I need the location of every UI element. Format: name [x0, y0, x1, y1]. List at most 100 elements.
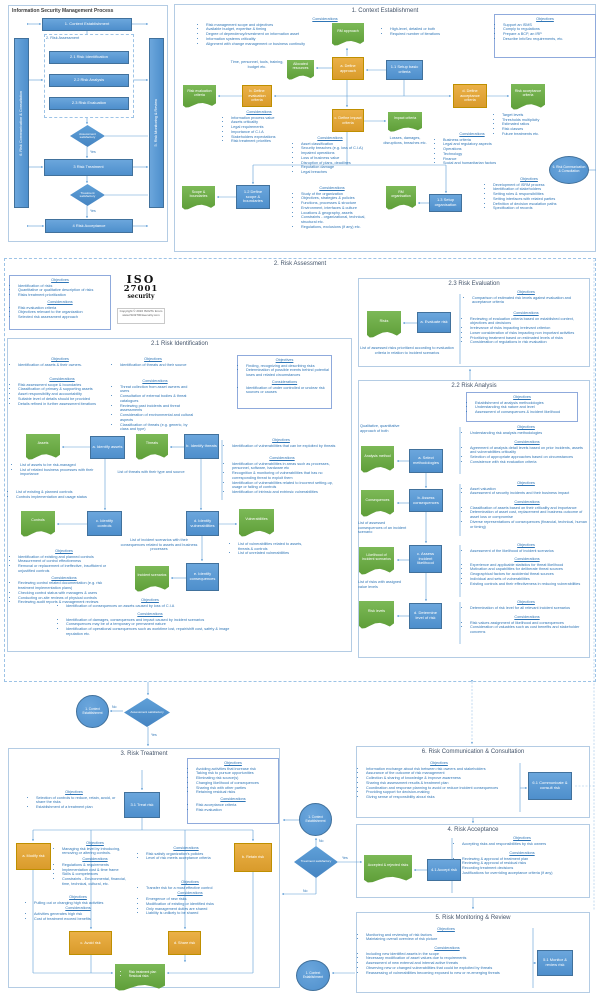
organisation-objectives-list: Development of ISRM processIdentificatio…: [487, 183, 571, 211]
transition-no-label: No: [112, 705, 117, 709]
monitoring-objectives: Objectives Monitoring and reviewing of r…: [360, 927, 532, 942]
bullet-item: Recording treatment decisions: [462, 866, 588, 871]
bullet-item: Technology: [443, 152, 507, 157]
bullet-item: Target levels: [502, 113, 584, 118]
evaluation-objectives: Objectives Comparison of estimated risk …: [466, 290, 586, 305]
accept-risk-box: 4.1 Accept risk: [427, 859, 461, 881]
avoid-considerations-list: Activities generates high riskCost of tr…: [28, 912, 128, 921]
section-identification-title: 2.1 Risk Identification: [150, 341, 209, 347]
bullet-item: Sharing risk assessment results & treatm…: [366, 781, 518, 786]
bullet-item: Motivation and capabilities for delibera…: [470, 567, 590, 572]
bullet-item: Determination of asset cost, replacement…: [470, 510, 590, 519]
bullet-item: Comparison of estimated risk levels agai…: [472, 296, 586, 305]
bullet-item: Classification of primary & supporting a…: [18, 387, 112, 392]
vulnerabilities-output-list: List of vulnerabilities related to asset…: [232, 542, 312, 556]
organisation-objectives: Objectives Development of ISRM processId…: [487, 177, 571, 211]
bullet-item: Stakeholders expectations: [231, 135, 293, 140]
vulnerabilities-output: List of vulnerabilities related to asset…: [232, 542, 312, 556]
identify-assets-box: a. Identify assets: [90, 436, 125, 459]
bullet-item: Information systems criticality: [206, 37, 450, 42]
controls-scroll-label: Controls: [31, 518, 45, 523]
flowchart-title: Information Security Management Process: [12, 8, 114, 14]
bullet-item: List of related business processes with …: [20, 468, 102, 477]
objectives-heading: Objectives: [517, 543, 535, 547]
method-considerations-list: Agreement of analysis detail levels base…: [464, 446, 590, 465]
allocated-resources-scroll: Allocated resources: [287, 60, 314, 80]
modify-risk-box: a. Modify risk: [16, 843, 51, 870]
define-evaluation-criteria-box: b. Define evaluation criteria: [242, 85, 272, 107]
consequences-objectives: Objectives Identification of consequence…: [60, 598, 240, 608]
allocated-resources-label: Allocated resources: [292, 62, 309, 70]
bullet-item: Asset classification: [301, 142, 365, 147]
threats-considerations-list: Threat collection from asset owners and …: [114, 385, 196, 432]
bullet-item: Finding, recognizing and describing risk…: [246, 364, 329, 369]
share-risk-box: d. Share risk: [168, 931, 201, 955]
bullet-item: Information exchange about risk between …: [366, 767, 518, 772]
treatment-context-circle: 1. Context Establishment: [299, 803, 332, 836]
bullet-item: Cost of treatment exceed benefits: [34, 917, 128, 922]
bullet-item: List of assets to be risk-managed: [20, 463, 102, 468]
bullet-item: Assurance of the outcome of risk managem…: [366, 771, 518, 776]
flowchart-assessment-label: 2. Risk Assessment: [46, 36, 80, 40]
analysis-consequences-considerations-list: Classification of assets based on their …: [464, 506, 590, 530]
bullet-item: Removal or replacement of ineffective, i…: [18, 564, 116, 573]
bullet-item: Assets criticality: [231, 120, 293, 125]
bullet-item: Importance of C.I.A: [231, 130, 293, 135]
bullet-item: Modification of existing or identified r…: [146, 902, 240, 907]
section-communication-title: 6. Risk Communication & Consultation: [421, 749, 525, 755]
considerations-heading: Considerations: [459, 132, 485, 136]
consequences-scroll-label: Consequences: [365, 497, 390, 502]
section-monitoring-title: 5. Risk Monitoring & Review: [435, 915, 511, 921]
scope-boundaries-label: Scope & boundaries: [189, 190, 208, 198]
objectives-heading: Objectives: [536, 17, 554, 21]
context-considerations-top-list: Risk management scope and objectivesAvai…: [200, 23, 450, 47]
bullet-item: Measurement of control effectiveness: [18, 559, 116, 564]
bullet-item: Legal requirements: [231, 125, 293, 130]
bullet-item: Transfer risk for a most effective contr…: [146, 886, 240, 891]
consequences-objectives-list: Identification of consequences on assets…: [60, 604, 240, 609]
objectives-heading: Objectives: [65, 790, 83, 794]
bullet-item: Specification of records: [493, 206, 571, 211]
identify-consequences-box: e. Identify consequences: [186, 563, 219, 591]
treatment-objectives-list: Avoiding activities that increase riskTa…: [190, 767, 276, 795]
bullet-item: Conducting on-site reviews of physical c…: [18, 596, 116, 601]
section-analysis-title: 2.2 Risk Analysis: [451, 383, 497, 389]
method-objectives: Objectives Understanding risk analysis m…: [464, 425, 588, 435]
bullet-item: Consideration of valuables such as cost …: [470, 625, 590, 634]
scope-considerations: Considerations Study of the organization…: [295, 186, 369, 230]
controls-objectives-list: Identification of existing and planned c…: [12, 555, 116, 574]
bullet-item: Objectives, strategies & policies: [301, 196, 369, 201]
bullet-item: Identification of existing and planned c…: [18, 555, 116, 560]
consequences-considerations: Considerations Identification of damages…: [60, 612, 240, 637]
resources-note: Time, personnel, tools, training, budget…: [230, 60, 284, 69]
likelihood-objectives-list: Assessment of the likelihood of incident…: [464, 549, 588, 554]
considerations-heading: Considerations: [319, 186, 345, 190]
evaluation-considerations-list: Reviewing of evaluation criteria based o…: [464, 317, 588, 345]
objectives-heading: Objectives: [144, 357, 162, 361]
vulnerabilities-objectives: Objectives Identification of vulnerabili…: [226, 438, 336, 448]
objectives-heading: Objectives: [51, 278, 69, 282]
bullet-item: Risk evaluation: [196, 808, 276, 813]
consequences-output: List of assessed consequences of an inci…: [358, 521, 407, 535]
analysis-objectives-list: Establishment of analysis methodologiesU…: [469, 401, 575, 415]
bullet-item: Reviewing & approval of treatment plan: [462, 857, 588, 862]
bullet-item: Coordination and response planning to av…: [366, 786, 518, 791]
objectives-heading: Objectives: [430, 761, 448, 765]
bullet-item: Identification of assets & their owners.: [18, 363, 108, 368]
controls-output: List of existing & planned controlsContr…: [10, 490, 102, 499]
objectives-heading: Objectives: [86, 841, 104, 845]
acceptance-criteria-notes-list: Target levelsThresholds multiplicityEsti…: [496, 113, 584, 137]
bullet-item: Controls implementation and usage status: [16, 495, 102, 500]
bullet-item: List of existing & planned controls: [16, 490, 102, 495]
determine-level-box: d. Determine level of risk: [409, 603, 442, 629]
assessment-objectives-box: Objectives Identification of risksQuanti…: [9, 275, 111, 330]
bullet-item: Threat collection from asset owners and …: [120, 385, 196, 394]
bullet-item: Functions, processes & structure: [301, 201, 369, 206]
section-analysis: [358, 380, 590, 658]
bullet-item: Agreement of analysis detail levels base…: [470, 446, 590, 455]
bullet-item: Consideration of environmental and cultu…: [120, 413, 196, 422]
bullet-item: Determination of risk level for all rele…: [470, 606, 588, 611]
bullet-item: Experience and applicable statistics for…: [470, 563, 590, 568]
